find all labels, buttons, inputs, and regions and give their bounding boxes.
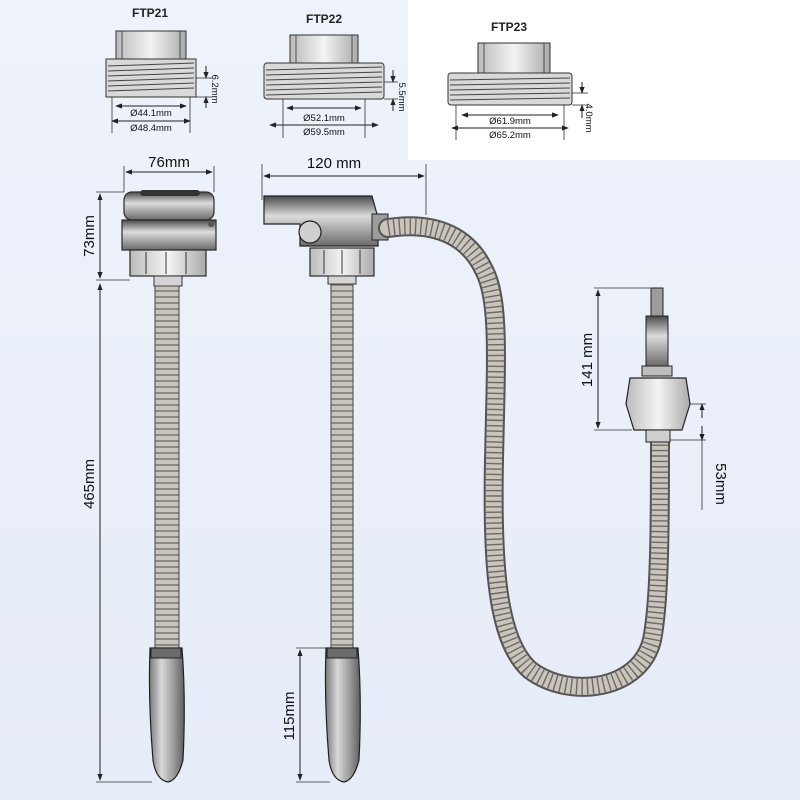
adapter-ftp22-inner-diameter: Ø52.1mm [303, 113, 345, 124]
adapter-ftp21: FTP21 6.2mm Ø44.1mm Ø48.4mm [105, 6, 220, 134]
adapter-ftp23-title: FTP23 [491, 20, 527, 34]
nozzle-view: 141 mm 53mm [579, 287, 729, 510]
adapter-ftp22-height: 5.5mm [396, 82, 407, 111]
adapter-ftp22: FTP22 5.5mm Ø52.1mm Ø59.5mm [263, 12, 407, 138]
adapter-ftp22-outer-diameter: Ø59.5mm [303, 127, 345, 138]
adapter-ftp22-title: FTP22 [306, 12, 342, 26]
adapter-ftp23-height: 4.0mm [583, 103, 594, 132]
total-length-label: 465mm [81, 459, 98, 509]
nozzle-length-label: 141 mm [579, 333, 596, 387]
adapter-ftp21-title: FTP21 [132, 6, 168, 20]
pump-front-view: 76mm 73mm 465mm [81, 154, 217, 783]
head-width-label: 76mm [148, 154, 190, 171]
nozzle-width-label: 53mm [712, 463, 729, 505]
side-width-label: 120 mm [307, 155, 361, 172]
adapter-ftp23-outer-diameter: Ø65.2mm [489, 130, 531, 141]
adapter-ftp23: FTP23 4.0mm Ø61.9mm Ø65.2mm [447, 20, 594, 141]
adapter-ftp21-inner-diameter: Ø44.1mm [130, 108, 172, 119]
handle-length-label: 115mm [281, 692, 298, 741]
adapter-ftp21-outer-diameter: Ø48.4mm [130, 123, 172, 134]
adapter-ftp21-height: 6.2mm [209, 74, 220, 103]
head-height-label: 73mm [81, 215, 98, 257]
adapter-ftp23-inner-diameter: Ø61.9mm [489, 116, 531, 127]
pump-side-view: 120 mm 115mm [261, 155, 670, 783]
